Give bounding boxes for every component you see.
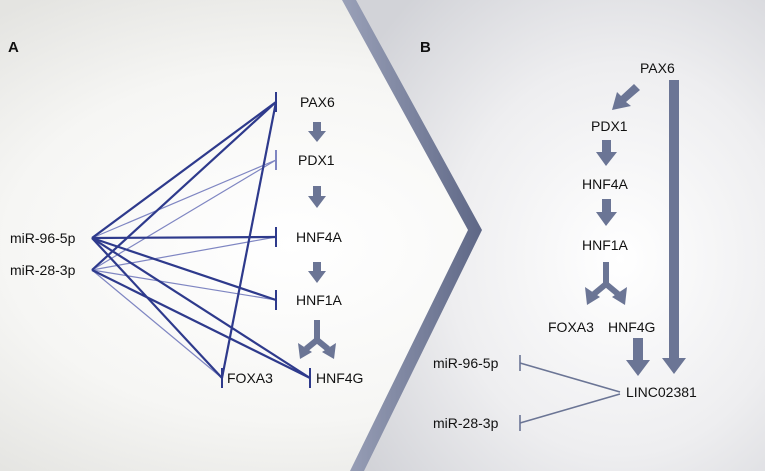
panel-b-hnf4a-label: HNF4A <box>582 176 629 192</box>
edge-mir28-foxa3 <box>91 269 223 379</box>
panel-b-mir96-label: miR-96-5p <box>433 355 499 371</box>
panel-a-strong-edges <box>91 101 311 379</box>
panel-a-hnf4a-label: HNF4A <box>296 229 343 245</box>
panel-b-arrows <box>596 80 686 376</box>
arrow-b-hnf4a-hnf1a <box>596 199 617 226</box>
panel-a-split-arrow <box>304 320 330 352</box>
panel-a-hnf4g-label: HNF4G <box>316 370 363 386</box>
panel-a-pdx1-label: PDX1 <box>298 152 335 168</box>
edge-mir96-pdx1 <box>91 159 277 239</box>
arrow-b-hnf4g-linc <box>626 338 650 376</box>
panel-b-hnf4g-label: HNF4G <box>608 319 655 335</box>
panel-a-letter: A <box>8 39 19 56</box>
arrow-b-pdx1-hnf4a <box>596 140 617 166</box>
arrow-pdx1-hnf4a <box>308 186 326 208</box>
edge-mir96-hnf4a <box>91 235 277 240</box>
arrow-b-pax6-pdx1 <box>612 84 640 110</box>
arrow-hnf4a-hnf1a <box>308 262 326 283</box>
panel-b-split-heads <box>585 287 627 305</box>
edge-mir28-hnf4a <box>91 236 277 271</box>
panel-b-background <box>352 0 765 471</box>
edge-mir96-foxa3 <box>91 237 223 379</box>
panel-a-split-heads <box>298 343 336 359</box>
panel-a-mir96-label: miR-96-5p <box>10 230 76 246</box>
edge-mir28-hnf1a <box>91 269 277 301</box>
arrow-pax6-pdx1 <box>308 122 326 142</box>
panel-b-letter: B <box>420 39 431 56</box>
panel-a-mir28-label: miR-28-3p <box>10 262 76 278</box>
edge-foxa3-pax6 <box>220 101 278 379</box>
panel-a-inhibition-bars <box>221 92 311 388</box>
arrow-b-pax6-linc <box>662 80 686 374</box>
edge-mir96-pax6 <box>91 101 277 239</box>
panel-b-pax6-label: PAX6 <box>640 60 675 76</box>
edge-mir28-hnf4g <box>91 269 311 379</box>
edge-linc-mir96 <box>519 362 621 393</box>
panel-a-cascade-arrows <box>308 122 326 283</box>
edge-mir28-pdx1 <box>91 159 277 271</box>
panel-b-pdx1-label: PDX1 <box>591 118 628 134</box>
panel-a-hnf1a-label: HNF1A <box>296 292 343 308</box>
edge-mir96-hnf1a <box>91 236 277 302</box>
panel-b-foxa3-label: FOXA3 <box>548 319 594 335</box>
edge-linc-mir28 <box>519 393 621 424</box>
panel-b-mir28-label: miR-28-3p <box>433 415 499 431</box>
panel-b-split-arrow <box>592 262 620 297</box>
panel-a-foxa3-label: FOXA3 <box>227 370 273 386</box>
panel-b-hnf1a-label: HNF1A <box>582 237 629 253</box>
panel-b-inhibition <box>519 355 621 431</box>
panel-a-pax6-label: PAX6 <box>300 94 335 110</box>
edge-mir96-hnf4g <box>91 237 311 379</box>
panel-b-linc02381-label: LINC02381 <box>626 384 697 400</box>
edge-mir28-pax6 <box>91 101 277 271</box>
